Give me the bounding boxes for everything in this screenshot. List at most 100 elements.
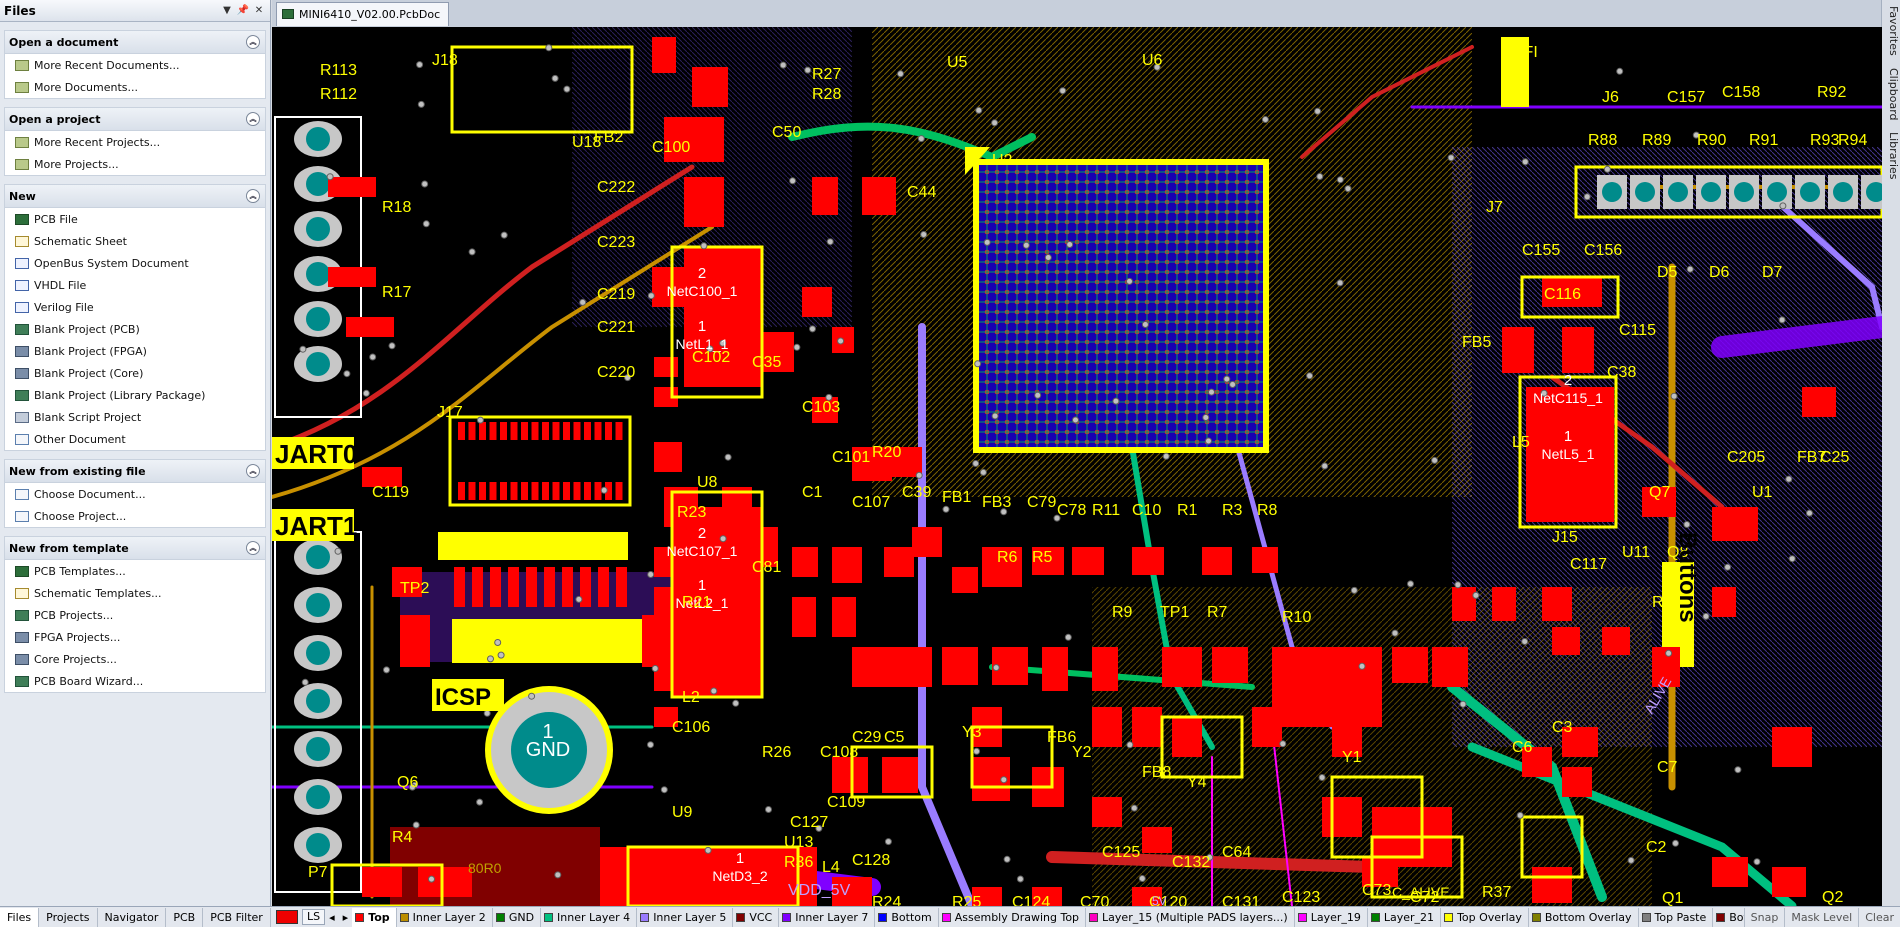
files-link-item[interactable]: More Documents... xyxy=(5,76,265,98)
connector-pin[interactable] xyxy=(294,121,342,157)
smd-pad[interactable] xyxy=(1712,857,1748,887)
smd-pad[interactable] xyxy=(346,317,394,337)
smd-pad[interactable] xyxy=(1252,707,1282,747)
smd-pad[interactable] xyxy=(654,707,678,727)
pin-icon[interactable]: 📌 xyxy=(236,5,250,16)
files-link-item[interactable]: Choose Project... xyxy=(5,505,265,527)
smd-pad[interactable] xyxy=(802,287,832,317)
side-tab-clipboard[interactable]: Clipboard xyxy=(1887,67,1900,121)
smd-pad[interactable] xyxy=(684,177,724,227)
smd-pad[interactable] xyxy=(1712,587,1736,617)
smd-pad[interactable] xyxy=(1552,627,1580,655)
header-pad[interactable] xyxy=(542,422,549,440)
smd-pad[interactable] xyxy=(652,37,676,73)
layer-tab[interactable]: Bottom xyxy=(875,907,939,927)
smd-pad[interactable] xyxy=(328,267,376,287)
section-header[interactable]: New︽ xyxy=(5,185,265,208)
layer-set-button[interactable]: LS xyxy=(302,909,326,925)
side-tab-favorites[interactable]: Favorites xyxy=(1887,6,1900,56)
panel-tab-files[interactable]: Files xyxy=(0,907,40,927)
smd-pad[interactable] xyxy=(942,647,978,685)
layer-tab[interactable]: Bottom Overlay xyxy=(1529,907,1639,927)
header-pad[interactable] xyxy=(479,422,486,440)
smd-pad[interactable] xyxy=(1532,867,1572,903)
files-link-item[interactable]: Blank Project (Core) xyxy=(5,362,265,384)
smd-pad[interactable] xyxy=(1252,547,1278,573)
smd-pad[interactable] xyxy=(1032,547,1064,575)
header-pad[interactable] xyxy=(458,422,465,440)
smd-pad[interactable] xyxy=(1432,647,1468,687)
layer-tab[interactable]: GND xyxy=(493,907,542,927)
layer-tab[interactable]: Inner Layer 5 xyxy=(637,907,734,927)
header-pad[interactable] xyxy=(573,422,581,440)
smd-pad[interactable] xyxy=(654,667,684,691)
layer-tab[interactable]: Inner Layer 2 xyxy=(397,907,493,927)
smd-pad[interactable] xyxy=(1522,747,1552,777)
smd-pad[interactable] xyxy=(912,527,942,557)
smd-pad[interactable] xyxy=(1772,867,1806,897)
connector-pad[interactable] xyxy=(580,567,591,607)
files-link-item[interactable]: Choose Document... xyxy=(5,483,265,505)
smd-pad[interactable] xyxy=(1132,547,1164,575)
smd-pad[interactable] xyxy=(1802,387,1836,417)
smd-pad[interactable] xyxy=(884,547,914,577)
header-pad[interactable] xyxy=(542,482,549,500)
connector-pin[interactable] xyxy=(1828,175,1858,209)
layer-scroll-left-icon[interactable]: ◂ xyxy=(329,910,335,924)
connector-pin[interactable] xyxy=(1762,175,1792,209)
status-button-snap[interactable]: Snap xyxy=(1743,907,1785,927)
status-button-mask-level[interactable]: Mask Level xyxy=(1784,907,1858,927)
smd-pad[interactable] xyxy=(1712,507,1758,541)
header-pad[interactable] xyxy=(521,422,528,440)
smd-pad[interactable] xyxy=(1362,857,1398,887)
smd-pad[interactable] xyxy=(392,567,422,597)
collapse-chevron-icon[interactable]: ︽ xyxy=(246,35,260,49)
close-icon[interactable]: ✕ xyxy=(254,5,264,16)
header-pad[interactable] xyxy=(521,482,528,500)
files-link-item[interactable]: Core Projects... xyxy=(5,648,265,670)
smd-components[interactable] xyxy=(328,37,1836,906)
files-link-item[interactable]: More Recent Documents... xyxy=(5,54,265,76)
header-pad[interactable] xyxy=(479,482,486,500)
header-pad[interactable] xyxy=(584,422,591,440)
files-link-item[interactable]: PCB Templates... xyxy=(5,560,265,582)
collapse-chevron-icon[interactable]: ︽ xyxy=(246,541,260,555)
smd-pad[interactable] xyxy=(1332,727,1362,757)
header-pad[interactable] xyxy=(605,422,612,440)
files-link-item[interactable]: More Recent Projects... xyxy=(5,131,265,153)
smd-pad[interactable] xyxy=(1092,647,1118,691)
collapse-chevron-icon[interactable]: ︽ xyxy=(246,464,260,478)
connector-pin[interactable] xyxy=(1795,175,1825,209)
smd-pad[interactable] xyxy=(832,547,862,583)
connector-j6[interactable] xyxy=(1574,165,1882,219)
smd-pad[interactable] xyxy=(1562,727,1598,757)
header-pad[interactable] xyxy=(489,422,497,440)
connector-pin[interactable] xyxy=(1729,175,1759,209)
smd-pad[interactable] xyxy=(418,867,472,897)
tab-pcb-document[interactable]: MINI6410_V02.00.PcbDoc xyxy=(276,2,450,26)
collapse-chevron-icon[interactable]: ︽ xyxy=(246,189,260,203)
layer-tab[interactable]: Inner Layer 4 xyxy=(541,907,638,927)
bga-chip-u2[interactable] xyxy=(965,147,1269,453)
section-header[interactable]: Open a project︽ xyxy=(5,108,265,131)
files-link-item[interactable]: FPGA Projects... xyxy=(5,626,265,648)
smd-pad[interactable] xyxy=(1032,887,1062,906)
connector-pin[interactable] xyxy=(294,539,342,575)
smd-pad[interactable] xyxy=(1642,487,1676,517)
header-pad[interactable] xyxy=(468,422,476,440)
connector-pad[interactable] xyxy=(598,567,609,607)
header-pad[interactable] xyxy=(468,482,476,500)
connector-pin[interactable] xyxy=(1597,175,1627,209)
smd-pad[interactable] xyxy=(692,67,728,107)
smd-pad[interactable] xyxy=(832,597,856,637)
files-link-item[interactable]: VHDL File xyxy=(5,274,265,296)
smd-pad[interactable] xyxy=(1392,647,1428,683)
smd-pad[interactable] xyxy=(1202,547,1232,575)
section-header[interactable]: New from existing file︽ xyxy=(5,460,265,483)
connector-pin[interactable] xyxy=(294,346,342,382)
left-connector-j-lower[interactable] xyxy=(274,531,362,893)
connector-pin[interactable] xyxy=(294,211,342,247)
files-link-item[interactable]: Blank Project (FPGA) xyxy=(5,340,265,362)
smd-pad[interactable] xyxy=(1562,327,1594,373)
